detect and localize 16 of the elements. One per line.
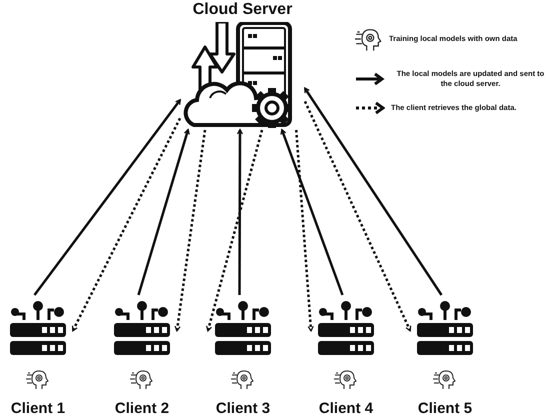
arrow [137,128,190,296]
client-label: Client 1 [10,400,66,417]
dotted-arrow [295,130,314,332]
dotted-arrow [206,130,264,332]
arrow [280,128,344,296]
client-label: Client 2 [114,400,170,417]
client-label: Client 3 [214,400,272,417]
arrow [34,99,181,296]
arrow [304,87,443,296]
client-label: Client 4 [318,400,374,417]
arrow [236,128,244,295]
dotted-arrow [72,118,182,332]
dotted-arrow [304,100,412,332]
dotted-arrow [174,130,206,332]
server-title: Cloud Server [192,1,294,19]
client-label: Client 5 [416,400,474,417]
